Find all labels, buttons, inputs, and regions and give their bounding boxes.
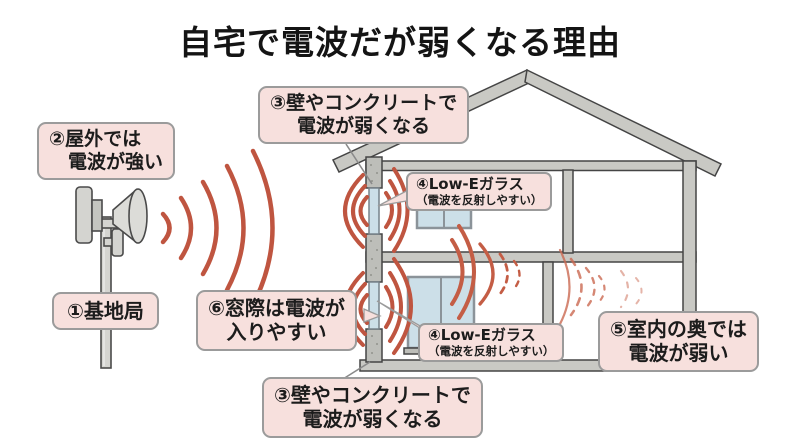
antenna-panel-left bbox=[75, 186, 93, 244]
callout-line: ⑥窓際は電波が bbox=[208, 296, 345, 320]
callout-lowe-glass-top: ④Low-Eガラス （電波を反射しやすい） bbox=[406, 172, 553, 212]
waves-weakest bbox=[619, 269, 643, 309]
callout-line: 電波が弱くなる bbox=[302, 407, 443, 432]
callout-line: ①基地局 bbox=[67, 299, 144, 323]
radio-wave-arcs bbox=[160, 148, 643, 355]
floor-beam bbox=[365, 251, 697, 263]
waves-indoor-lower bbox=[384, 257, 413, 355]
callout-indoor-weak: ⑤室内の奥では 電波が弱い bbox=[598, 311, 759, 372]
leader-window-easy bbox=[363, 308, 382, 323]
antenna-bracket bbox=[91, 199, 103, 232]
callout-line: 電波が弱い bbox=[628, 341, 729, 366]
leader-wall-top bbox=[345, 143, 373, 185]
waves-center bbox=[450, 224, 521, 320]
diagram-title: 自宅で電波だが弱くなる理由 bbox=[179, 23, 621, 62]
left-wall-post-bottom bbox=[365, 328, 383, 363]
callout-line: ④Low-Eガラス bbox=[416, 175, 524, 193]
callout-line: ③壁やコンクリートで bbox=[270, 92, 458, 114]
partition-2f bbox=[562, 169, 574, 254]
callout-line: 電波が強い bbox=[68, 151, 164, 174]
callout-wall-concrete-bottom: ③壁やコンクリートで 電波が弱くなる bbox=[262, 377, 483, 438]
callout-line: ④Low-Eガラス bbox=[428, 326, 536, 344]
leader-wall-bottom bbox=[342, 361, 371, 380]
callout-window-easy: ⑥窓際は電波が 入りやすい bbox=[196, 290, 357, 351]
antenna-panel-right bbox=[111, 228, 124, 257]
callout-outdoor-strong: ②屋外では 電波が強い bbox=[37, 122, 176, 181]
callout-line: （電波を反射しやすい） bbox=[416, 192, 543, 207]
waves-weak bbox=[558, 248, 606, 326]
waves-reflected-upper bbox=[343, 173, 369, 249]
left-wall-post-top bbox=[365, 156, 383, 189]
left-wall-post-mid bbox=[365, 233, 383, 283]
callout-line: ⑤室内の奥では bbox=[610, 317, 747, 341]
concrete-speckles bbox=[370, 164, 378, 354]
waves-outdoor bbox=[160, 148, 275, 308]
lowe-glass-upper bbox=[368, 187, 380, 235]
lowe-glass-lower bbox=[368, 281, 380, 330]
callout-base-station: ①基地局 bbox=[52, 292, 159, 331]
callout-lowe-glass-bottom: ④Low-Eガラス （電波を反射しやすい） bbox=[418, 323, 565, 363]
callout-line: （電波を反射しやすい） bbox=[428, 343, 555, 358]
callout-line: ②屋外では bbox=[49, 128, 142, 150]
base-station-antenna-icon bbox=[75, 186, 148, 369]
horn-antenna-mouth bbox=[128, 188, 148, 244]
callout-line: 入りやすい bbox=[226, 320, 327, 345]
roof-right-beam bbox=[524, 68, 723, 178]
waves-indoor-upper bbox=[384, 167, 410, 253]
ceiling-beam bbox=[365, 160, 697, 172]
callout-line: 電波が弱くなる bbox=[297, 115, 431, 138]
callout-line: ③壁やコンクリートで bbox=[274, 383, 471, 407]
callout-wall-concrete-top: ③壁やコンクリートで 電波が弱くなる bbox=[258, 86, 470, 145]
